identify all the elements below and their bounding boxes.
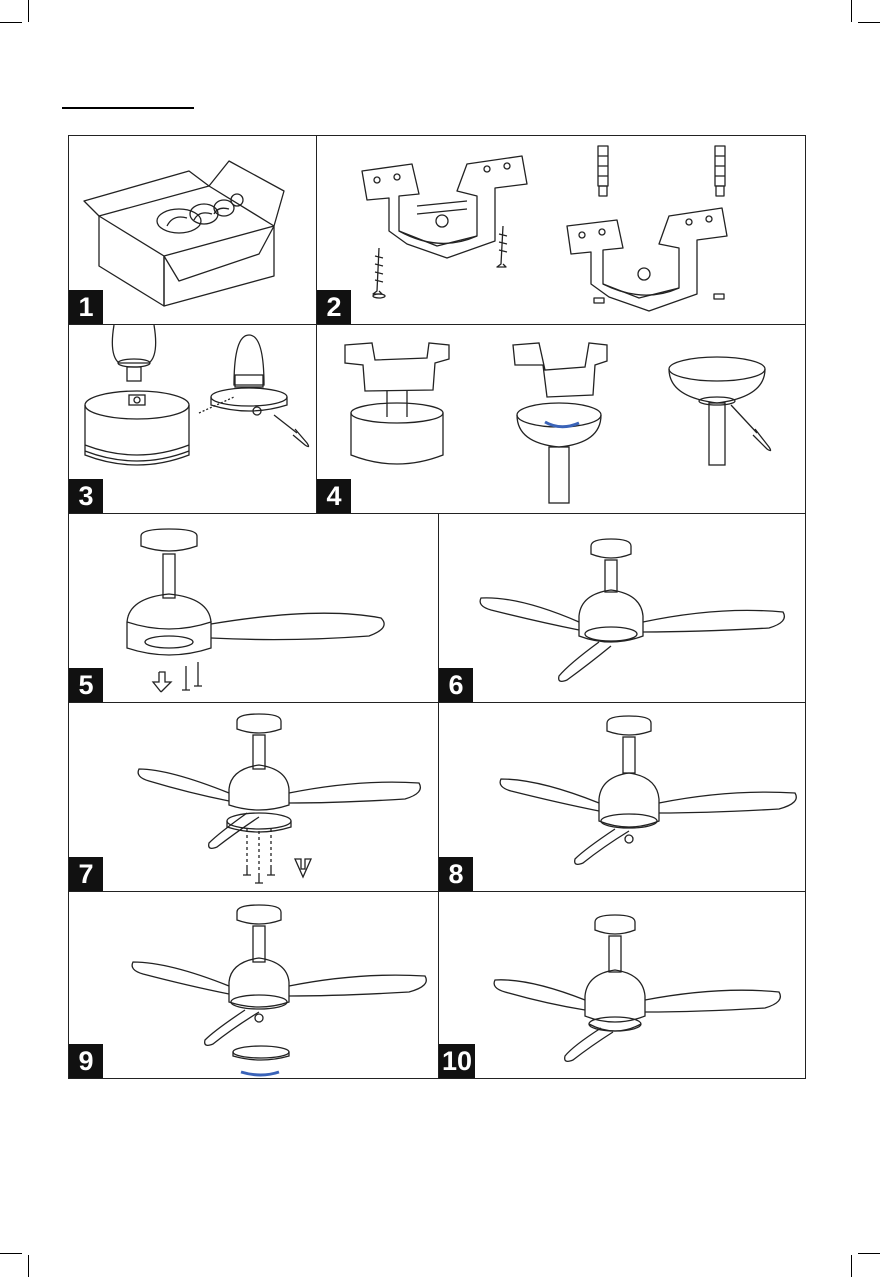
step-number-badge: 8 bbox=[439, 857, 473, 891]
step-number-badge: 10 bbox=[439, 1044, 475, 1078]
step-number-badge: 2 bbox=[317, 290, 351, 324]
step-number-badge: 4 bbox=[317, 479, 351, 513]
step-panel-7: 7 bbox=[68, 702, 439, 892]
light-plate-assembled-illustration bbox=[439, 703, 806, 892]
mounting-bracket-illustration bbox=[317, 136, 806, 325]
step-panel-4: 4 bbox=[316, 324, 806, 514]
step-number-badge: 6 bbox=[439, 668, 473, 702]
fan-body-screws-illustration bbox=[69, 514, 439, 703]
step-number-badge: 5 bbox=[69, 668, 103, 702]
step-panel-5: 5 bbox=[68, 513, 439, 703]
step-panel-2: 2 bbox=[316, 135, 806, 325]
step-panel-10: 10 bbox=[438, 891, 806, 1079]
step-panel-3: 3 bbox=[68, 324, 317, 514]
downrod-canopy-illustration bbox=[69, 325, 317, 514]
step-panel-9: 9 bbox=[68, 891, 439, 1079]
light-plate-screws-illustration bbox=[69, 703, 439, 892]
step-number-badge: 1 bbox=[69, 290, 103, 324]
step-panel-1: 1 bbox=[68, 135, 317, 325]
unboxing-illustration bbox=[69, 136, 317, 325]
fan-complete-illustration bbox=[439, 892, 806, 1079]
canopy-hang-illustration bbox=[317, 325, 806, 514]
fan-assembled-illustration bbox=[439, 514, 806, 703]
step-number-badge: 3 bbox=[69, 479, 103, 513]
light-cover-twist-illustration bbox=[69, 892, 439, 1079]
step-number-badge: 9 bbox=[69, 1044, 103, 1078]
step-panel-6: 6 bbox=[438, 513, 806, 703]
step-number-badge: 7 bbox=[69, 857, 103, 891]
step-panel-8: 8 bbox=[438, 702, 806, 892]
